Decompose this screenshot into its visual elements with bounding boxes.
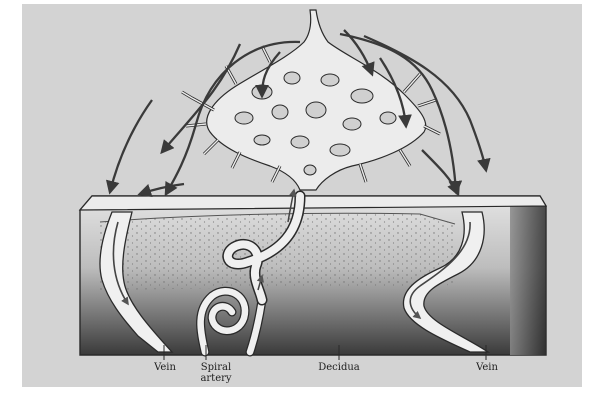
- label-spiral-artery: Spiral artery: [194, 362, 238, 384]
- label-vein-right: Vein: [470, 362, 504, 373]
- label-vein-left: Vein: [148, 362, 182, 373]
- label-decidua: Decidua: [314, 362, 364, 373]
